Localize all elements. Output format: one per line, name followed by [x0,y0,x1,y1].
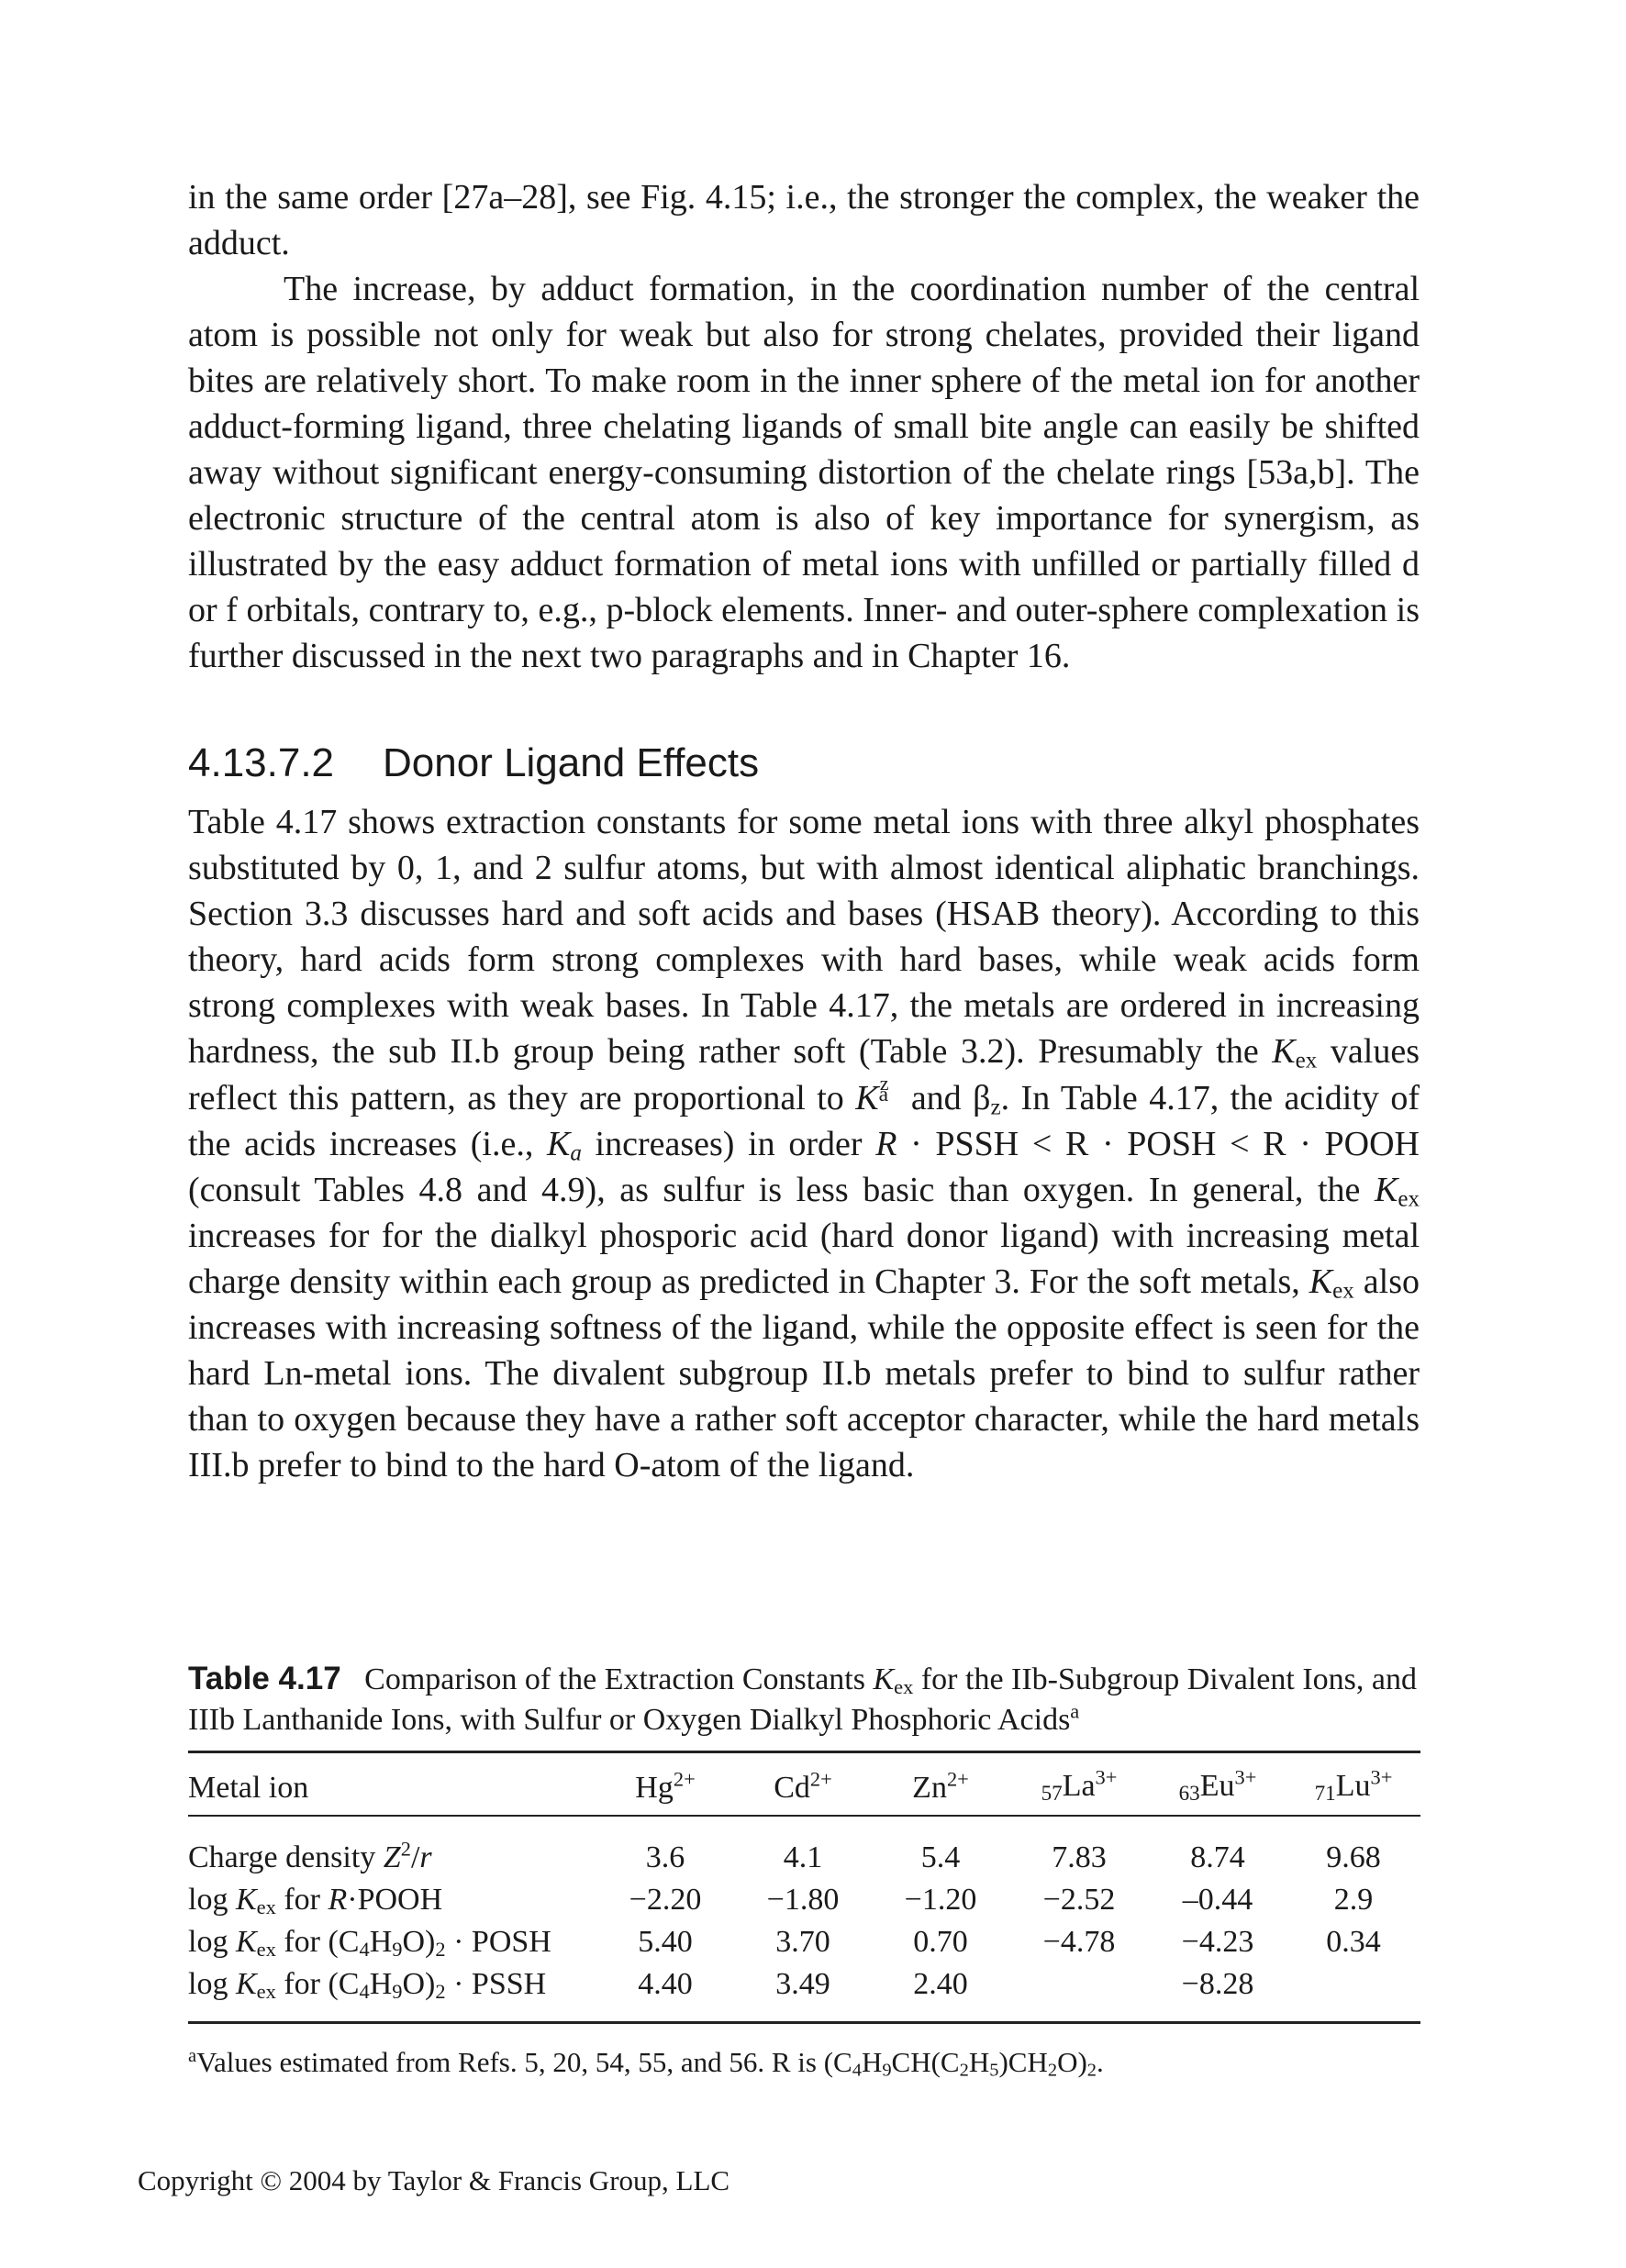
symbol-k: K [1309,1262,1333,1301]
subscript-ex: ex [1398,1186,1420,1212]
footnote-marker: a [1070,1699,1080,1723]
subscript-ex: ex [1332,1278,1354,1304]
table-cell: 5.4 [920,1840,961,1874]
symbol-beta: β [973,1079,991,1117]
table-cell: 5.40 [638,1925,693,1959]
symbol-k: K [855,1079,879,1117]
table-row: log Kex for R·POOH −2.20 −1.80 −1.20 −2.… [188,1879,1420,1921]
table-row: Charge density Z2/r 3.6 4.1 5.4 7.83 8.7… [188,1837,1420,1879]
text-run: increases for for the dialkyl phosporic … [188,1217,1420,1301]
subscript-ex: ex [1295,1048,1318,1073]
caption-text: Comparison of the Extraction Constants [364,1662,874,1696]
table-cell: −2.52 [1042,1883,1116,1917]
header-ion: Zn2+ [912,1767,969,1805]
table-cell: −4.23 [1181,1925,1254,1959]
section-number: 4.13.7.2 [188,740,335,785]
text-run: increases) in order [581,1125,876,1163]
paragraph-donor-ligand-effects: Table 4.17 shows extraction constants fo… [188,799,1420,1488]
table-cell: 3.6 [645,1840,685,1874]
subscript-a: a [878,1083,889,1107]
header-ion: 63Eu3+ [1178,1766,1257,1807]
subscript-z: z [990,1095,1001,1120]
text-run: also increases with increasing softness … [188,1262,1420,1484]
symbol-r: R [875,1125,897,1163]
table-header-row: Metal ion Hg2+ Cd2+ Zn2+ 57La3+ 63Eu3+ 7… [188,1760,1420,1817]
header-ion: 71Lu3+ [1314,1766,1393,1807]
table-cell: −1.20 [904,1883,977,1917]
table-cell: 0.70 [913,1925,968,1959]
text-run: . In Table 4.17, the acidity of the acid… [188,1079,1420,1163]
table-cell [1009,1963,1149,2006]
table-top-rule [188,1751,1420,1753]
footnote-marker: a [188,2045,197,2066]
table-cell: 9.68 [1326,1840,1381,1874]
table-cell: 7.83 [1052,1840,1107,1874]
table-cell [1286,1963,1420,2006]
section-heading: 4.13.7.2 Donor Ligand Effects [188,739,759,787]
symbol-k: K [873,1662,895,1696]
table-footnote: aValues estimated from Refs. 5, 20, 54, … [188,2045,1104,2081]
table-cell: −1.80 [766,1883,840,1917]
table-cell: 2.9 [1333,1883,1374,1917]
caption-text: for the IIb-Subgroup Divalent Ions, and … [188,1662,1417,1737]
subscript-ex: ex [894,1674,914,1698]
copyright-footer: Copyright © 2004 by Taylor & Francis Gro… [138,2164,730,2196]
paragraph-adduct-formation: The increase, by adduct formation, in th… [188,266,1420,679]
table-cell: 0.34 [1326,1925,1381,1959]
paragraph-text: in the same order [27a–28], see Fig. 4.1… [188,178,1420,262]
header-ion: Hg2+ [635,1767,696,1805]
table-label: Table 4.17 [188,1661,341,1696]
symbol-k: K [1272,1032,1296,1071]
paragraph-text: The increase, by adduct formation, in th… [188,270,1420,675]
row-label: log Kex for R·POOH [188,1883,443,1918]
table-cell: 4.40 [638,1967,693,2001]
section-title: Donor Ligand Effects [383,740,760,785]
text-run: values reflect this pattern, as they are… [188,1032,1420,1117]
table-header-rule [188,1815,1420,1817]
row-label: Charge density Z2/r [188,1837,432,1874]
row-label: log Kex for (C4H9O)2 · PSSH [188,1967,547,2003]
table-cell: –0.44 [1182,1883,1253,1917]
symbol-k: K [1374,1171,1398,1209]
symbol-k: K [546,1125,571,1163]
table-cell: −4.78 [1042,1925,1116,1959]
header-ion: Cd2+ [774,1767,832,1805]
row-label: log Kex for (C4H9O)2 · POSH [188,1925,551,1961]
superscript-z: z [879,1072,889,1095]
subscript-a: a [570,1140,582,1166]
table-cell: 2.40 [913,1967,968,2001]
text-run: Table 4.17 shows extraction constants fo… [188,803,1420,1071]
table-caption: Table 4.17 Comparison of the Extraction … [188,1659,1422,1740]
header-metal-ion: Metal ion [188,1771,309,1805]
table-cell: −2.20 [629,1883,702,1917]
header-ion: 57La3+ [1041,1766,1118,1807]
text-run: · PSSH < R · POSH < R · POOH (consult Ta… [188,1125,1420,1209]
table-row: log Kex for (C4H9O)2 · PSSH 4.40 3.49 2.… [188,1963,1420,2006]
table-cell: 3.49 [775,1967,830,2001]
paragraph-continued: in the same order [27a–28], see Fig. 4.1… [188,174,1420,266]
table-cell: 8.74 [1190,1840,1245,1874]
table-bottom-rule [188,2021,1420,2024]
table-row: log Kex for (C4H9O)2 · POSH 5.40 3.70 0.… [188,1921,1420,1963]
table-cell: 4.1 [783,1840,823,1874]
table-cell: −8.28 [1181,1967,1254,2001]
text-run: and [899,1079,974,1117]
extraction-constants-table: Metal ion Hg2+ Cd2+ Zn2+ 57La3+ 63Eu3+ 7… [188,1760,1420,2006]
table-cell: 3.70 [775,1925,830,1959]
